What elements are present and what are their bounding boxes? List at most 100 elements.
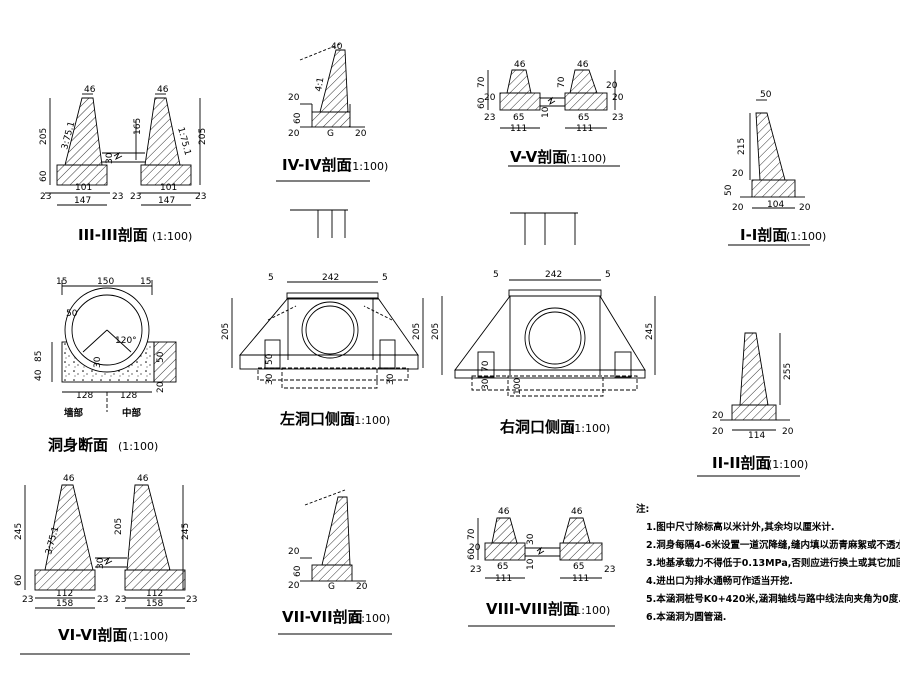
dim-label: 70: [481, 360, 491, 372]
dim-label: 20: [288, 93, 300, 103]
angle-label: 120°: [115, 336, 137, 346]
section-5-5-scale: (1:100): [566, 152, 606, 165]
section-4-4-title: IV-IV剖面: [282, 156, 352, 174]
dim-label: 158: [56, 599, 73, 609]
dim-label: 23: [97, 595, 108, 605]
dim-label: 128: [76, 391, 93, 401]
body-section-scale: (1:100): [118, 440, 158, 453]
dim-label: 60: [467, 548, 477, 560]
dim-label: 205: [221, 323, 231, 340]
dim-label: 245: [14, 523, 24, 540]
dim-label: 23: [22, 595, 33, 605]
dim-label: 20: [355, 129, 367, 139]
dim-label: 205: [431, 323, 441, 340]
dim-label: 46: [498, 507, 510, 517]
dim-label: 20: [712, 411, 724, 421]
dim-label: 112: [56, 589, 73, 599]
dim-label: 242: [545, 270, 562, 280]
dim-label: G: [327, 129, 334, 139]
right-portal-elevation-drawing: [441, 279, 656, 397]
dim-label: 30: [526, 533, 536, 545]
dim-label: 245: [181, 523, 191, 540]
dim-label: 20: [288, 547, 300, 557]
dim-label: 111: [495, 574, 512, 584]
left-portal-title: 左洞口侧面: [279, 410, 355, 428]
dim-label: 20: [732, 169, 744, 179]
dim-label: 30: [481, 378, 491, 390]
dim-label: 30: [265, 373, 275, 385]
section-1-1-scale: (1:100): [786, 230, 826, 243]
dim-label: 20: [156, 381, 166, 393]
dim-label: 20: [732, 203, 744, 213]
section-7-7-drawing: [278, 489, 392, 635]
left-portal-elevation-drawing: [231, 281, 424, 389]
dim-label: 23: [40, 192, 51, 202]
dim-label: 20: [606, 81, 618, 91]
dim-label: 10: [541, 106, 551, 118]
dim-label: 5: [493, 270, 499, 280]
dim-label: 23: [470, 565, 481, 575]
dim-label: 50: [724, 184, 734, 196]
dim-label: 5: [268, 273, 274, 283]
dim-label: 15: [56, 277, 67, 287]
section-4-4-drawing: [276, 43, 370, 238]
dim-label: 20: [288, 581, 300, 591]
dim-label: 46: [63, 474, 75, 484]
dim-label: 205: [198, 128, 208, 145]
dim-label: 20: [782, 427, 794, 437]
dim-label: 23: [186, 595, 197, 605]
note-item: 6.本涵洞为圆管涵.: [646, 611, 726, 623]
dim-label: 23: [115, 595, 126, 605]
dim-label: 101: [75, 183, 92, 193]
section-2-2-scale: (1:100): [768, 458, 808, 471]
dim-label: 165: [133, 118, 143, 135]
dim-label: 23: [112, 192, 123, 202]
section-5-5-drawing: [487, 69, 620, 245]
dim-label: G: [328, 582, 335, 592]
dim-label: 15: [140, 277, 151, 287]
section-6-6-drawing: [20, 484, 190, 655]
dim-label: 20: [612, 93, 624, 103]
dim-label: 40: [331, 42, 343, 52]
culvert-body-section-drawing: [51, 280, 177, 412]
section-3-3-drawing: [45, 93, 201, 206]
section-6-6-title: VI-VI剖面: [58, 626, 128, 644]
dim-label: 20: [288, 129, 300, 139]
dim-label: 60: [293, 565, 303, 577]
section-4-4-scale: (1:100): [348, 160, 388, 173]
section-7-7-scale: (1:100): [350, 612, 390, 625]
section-3-3-title: III-III剖面: [78, 226, 148, 244]
dim-label: 60: [293, 112, 303, 124]
dim-label: 46: [577, 60, 589, 70]
dim-label: 205: [39, 128, 49, 145]
dim-label: 46: [514, 60, 526, 70]
dim-label: 23: [195, 192, 206, 202]
dim-label: 111: [572, 574, 589, 584]
note-item: 4.进出口为排水通畅可作适当开挖.: [646, 575, 793, 587]
dim-label: 50: [760, 90, 772, 100]
dim-label: 46: [84, 85, 96, 95]
dim-label: 128: [120, 391, 137, 401]
dim-label: 50: [265, 353, 275, 365]
dim-label: 150: [97, 277, 114, 287]
section-7-7-title: VII-VII剖面: [282, 608, 363, 626]
dim-label: 30: [93, 356, 103, 368]
dim-label: 20: [356, 582, 368, 592]
dim-label: 30: [96, 557, 106, 569]
dim-label: 60: [477, 97, 487, 109]
body-section-title: 洞身断面: [48, 436, 108, 454]
dim-label: 23: [130, 192, 141, 202]
dim-label: 158: [146, 599, 163, 609]
dim-label: 23: [484, 113, 495, 123]
dim-label: 70: [557, 76, 567, 88]
section-6-6-scale: (1:100): [128, 630, 168, 643]
dim-label: 147: [74, 196, 91, 206]
section-1-1-drawing: [728, 99, 810, 246]
dim-label: 112: [146, 589, 163, 599]
dim-label: 20: [712, 427, 724, 437]
dim-label: 205: [412, 323, 422, 340]
dim-label: 50: [156, 351, 166, 363]
section-8-8-scale: (1:100): [570, 604, 610, 617]
right-portal-scale: (1:100): [570, 422, 610, 435]
dim-label: 104: [767, 200, 784, 210]
